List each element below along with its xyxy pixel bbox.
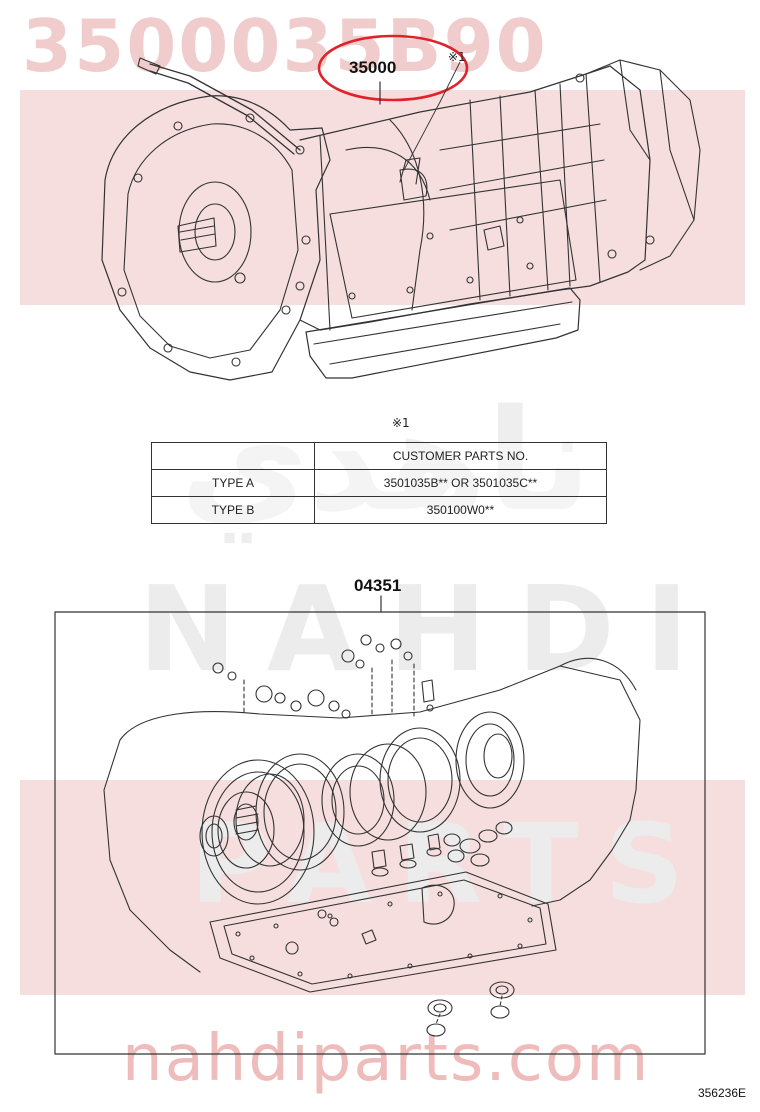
watermark-band-top (20, 90, 745, 305)
watermark-band-bottom (20, 780, 745, 995)
watermark-part-number: 3500035B90 (22, 4, 548, 88)
table-header-cell (151, 442, 315, 470)
table-header-cell: CUSTOMER PARTS NO. (314, 442, 607, 470)
transmission-assembly (101, 57, 701, 381)
overhaul-kit-frame (54, 611, 706, 1055)
table-row: TYPE A 3501035B** OR 3501035C** (151, 469, 607, 497)
kit-part-number-label: 04351 (354, 576, 402, 595)
table-cell-type: TYPE B (151, 496, 315, 524)
watermark-url: nahdiparts.com (122, 1022, 651, 1096)
main-part-number-label: 35000 (349, 58, 397, 77)
table-cell-part-no: 3501035B** OR 3501035C** (314, 469, 607, 497)
note-mark-table: ※1 (392, 416, 410, 430)
table-row: TYPE B 350100W0** (151, 496, 607, 524)
customer-parts-table: CUSTOMER PARTS NO. TYPE A 3501035B** OR … (151, 442, 607, 524)
table-cell-part-no: 350100W0** (314, 496, 607, 524)
document-id: 356236E (697, 1086, 746, 1100)
table-cell-type: TYPE A (151, 469, 315, 497)
table-header-row: CUSTOMER PARTS NO. (151, 442, 607, 470)
note-mark-top: ※1 (448, 50, 466, 64)
highlight-circle (317, 34, 469, 102)
overhaul-kit-parts (103, 634, 641, 1037)
